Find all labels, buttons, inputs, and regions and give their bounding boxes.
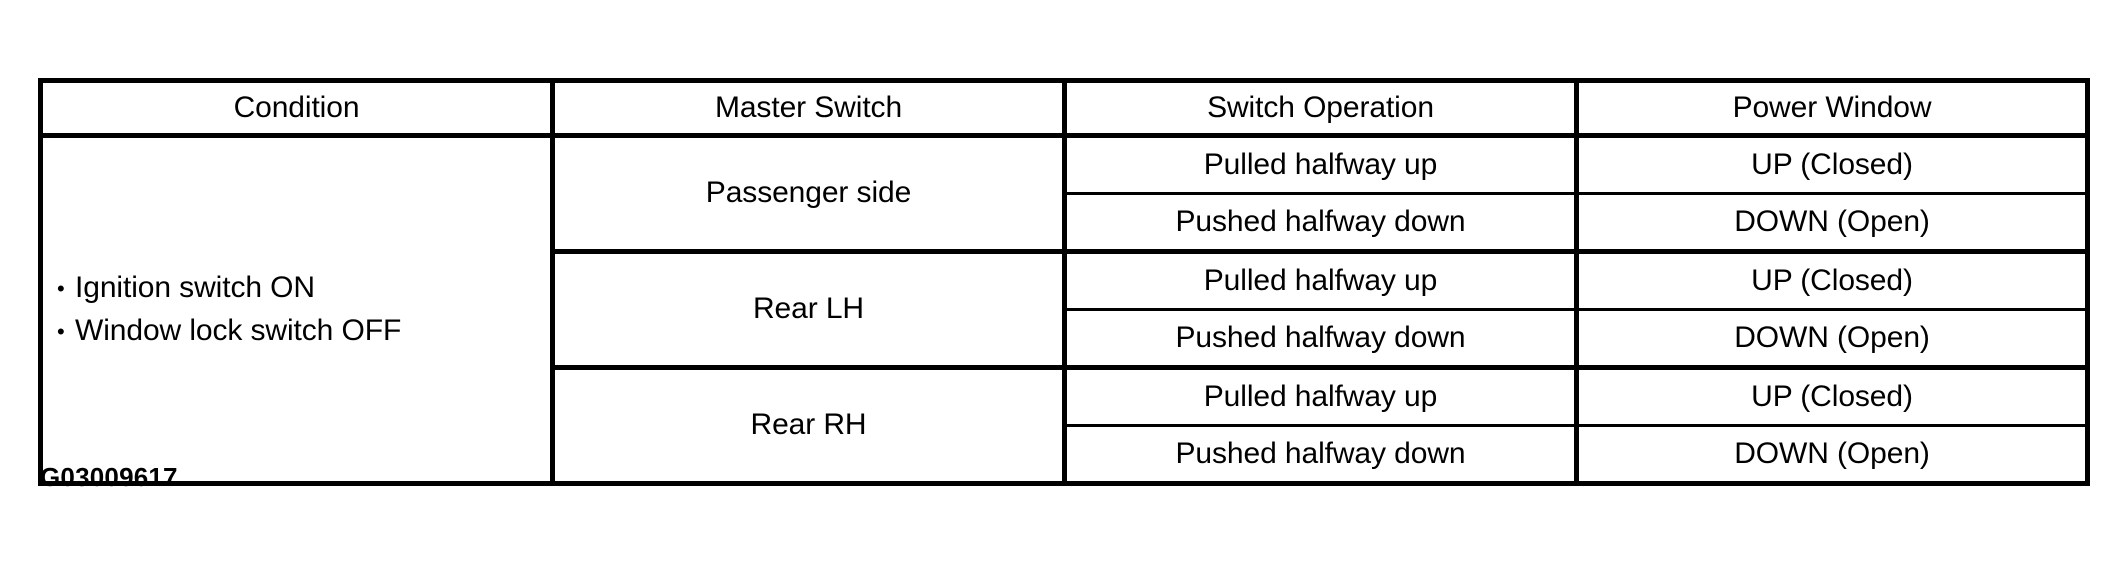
power-window-cell: UP (Closed) (1574, 365, 2088, 426)
power-window-cell: DOWN (Open) (1574, 192, 2088, 252)
power-window-cell: DOWN (Open) (1574, 308, 2088, 368)
table-row: Rear LH Pulled halfway up UP (Closed) (41, 249, 2088, 368)
power-window-operation-table: Condition Master Switch Switch Operation… (38, 78, 2090, 486)
table-row: Pushed halfway down DOWN (Open) (41, 192, 2088, 252)
bullet-icon: • (57, 275, 65, 301)
master-switch-cell: Passenger side (550, 133, 1065, 252)
condition-item-label: Window lock switch OFF (75, 313, 402, 347)
condition-bullet-list: • Ignition switch ON • Window lock switc… (57, 267, 550, 352)
switch-operation-cell: Pulled halfway up (1062, 365, 1577, 426)
column-header-condition: Condition (40, 80, 553, 136)
table-header-row: Condition Master Switch Switch Operation… (40, 80, 2088, 136)
list-item: • Ignition switch ON (57, 267, 550, 310)
column-header-switch-operation: Switch Operation (1062, 80, 1577, 136)
table-row: Pushed halfway down DOWN (Open) (41, 308, 2088, 368)
switch-operation-cell: Pushed halfway down (1062, 308, 1577, 368)
power-window-cell: UP (Closed) (1574, 249, 2088, 310)
column-header-power-window: Power Window (1574, 80, 2088, 136)
column-header-master-switch: Master Switch (550, 80, 1065, 136)
switch-operation-cell: Pulled halfway up (1062, 249, 1577, 310)
bullet-icon: • (57, 318, 65, 344)
master-switch-cell: Rear RH (550, 365, 1065, 484)
list-item: • Window lock switch OFF (57, 310, 550, 353)
switch-operation-cell: Pushed halfway down (1062, 424, 1577, 484)
figure-caption: G03009617 (40, 462, 178, 492)
power-window-cell: DOWN (Open) (1574, 424, 2088, 484)
master-switch-cell: Rear LH (550, 249, 1065, 368)
switch-operation-cell: Pushed halfway down (1062, 192, 1577, 252)
power-window-cell: UP (Closed) (1574, 133, 2088, 194)
condition-item-label: Ignition switch ON (75, 270, 315, 304)
table-row: Rear RH Pulled halfway up UP (Closed) (41, 365, 2088, 484)
condition-cell: • Ignition switch ON • Window lock switc… (40, 133, 553, 484)
switch-operation-cell: Pulled halfway up (1062, 133, 1577, 194)
table-row: • Ignition switch ON • Window lock switc… (40, 133, 2088, 484)
table-row: Pushed halfway down DOWN (Open) (41, 424, 2088, 484)
